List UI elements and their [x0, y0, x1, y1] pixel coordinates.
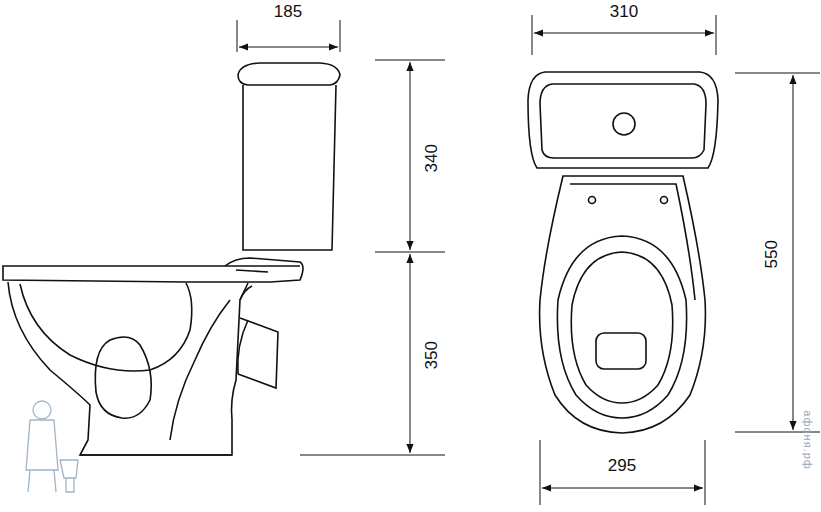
dimension-label: 340: [423, 142, 442, 174]
dimension-label: 185: [272, 3, 304, 22]
dimension-label: 295: [606, 457, 638, 476]
dimension-label: 350: [423, 339, 442, 371]
dimension-label: 550: [763, 238, 782, 270]
watermark: афоня.рф: [802, 408, 814, 472]
dimension-label: 310: [608, 3, 640, 22]
